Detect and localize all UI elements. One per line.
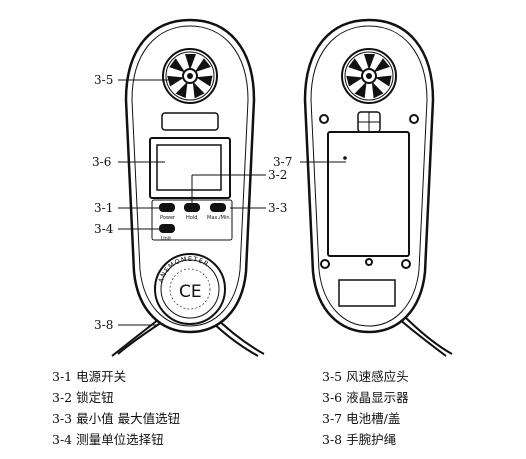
legend-item-3-7: 3-7 电池槽/盖 — [322, 411, 401, 426]
ce-mark: CE — [179, 282, 202, 302]
callout-3-4: 3-4 — [94, 222, 114, 236]
legend-item-3-8: 3-8 手腕护绳 — [322, 432, 397, 447]
front-view: Power Hold Max./Min. Unit ANEMOMETER CE — [111, 18, 265, 357]
battery-cover-dot — [343, 156, 347, 160]
back-view — [303, 18, 453, 357]
legend-item-3-4: 3-4 测量单位选择钮 — [52, 432, 164, 447]
callout-3-6: 3-6 — [92, 155, 111, 169]
wrist-strap-back — [397, 313, 453, 357]
anemometer-badge: ANEMOMETER CE — [154, 253, 226, 325]
callout-3-3: 3-3 — [268, 201, 287, 215]
callout-3-8: 3-8 — [94, 318, 113, 332]
wind-speed-sensor — [162, 48, 218, 104]
callout-3-1: 3-1 — [94, 201, 113, 215]
power-key-label: Power — [160, 215, 176, 221]
lcd-display — [156, 144, 222, 191]
legend-item-3-5: 3-5 风速感应头 — [322, 369, 409, 384]
legend-item-3-1: 3-1 电源开关 — [52, 369, 127, 384]
legend-item-3-2: 3-2 锁定钮 — [52, 390, 114, 405]
legend-left: 3-1 电源开关 3-2 锁定钮 3-3 最小值 最大值选钮 3-4 测量单位选… — [52, 366, 180, 450]
lcd-bezel — [149, 137, 231, 199]
legend-right: 3-5 风速感应头 3-6 液晶显示器 3-7 电池槽/盖 3-8 手腕护绳 — [322, 366, 409, 450]
battery-cover[interactable] — [327, 131, 410, 257]
hold-button[interactable]: Hold — [184, 203, 200, 221]
callout-3-5: 3-5 — [94, 73, 113, 87]
callout-3-7: 3-7 — [273, 155, 292, 169]
screws — [319, 114, 419, 269]
front-window — [161, 112, 219, 131]
legend-item-3-6: 3-6 液晶显示器 — [322, 390, 409, 405]
hold-key-label: Hold — [186, 215, 197, 221]
max-min-key-label: Max./Min. — [207, 215, 231, 221]
bottom-plate — [338, 279, 396, 307]
callout-lines — [118, 79, 346, 326]
wind-speed-sensor-back — [341, 48, 397, 104]
callout-3-2: 3-2 — [268, 168, 287, 182]
legend-item-3-3: 3-3 最小值 最大值选钮 — [52, 411, 181, 426]
power-button[interactable]: Power — [159, 203, 176, 221]
unit-button[interactable]: Unit — [159, 224, 175, 242]
unit-key-label: Unit — [161, 236, 171, 242]
max-min-button[interactable]: Max./Min. — [207, 203, 231, 221]
